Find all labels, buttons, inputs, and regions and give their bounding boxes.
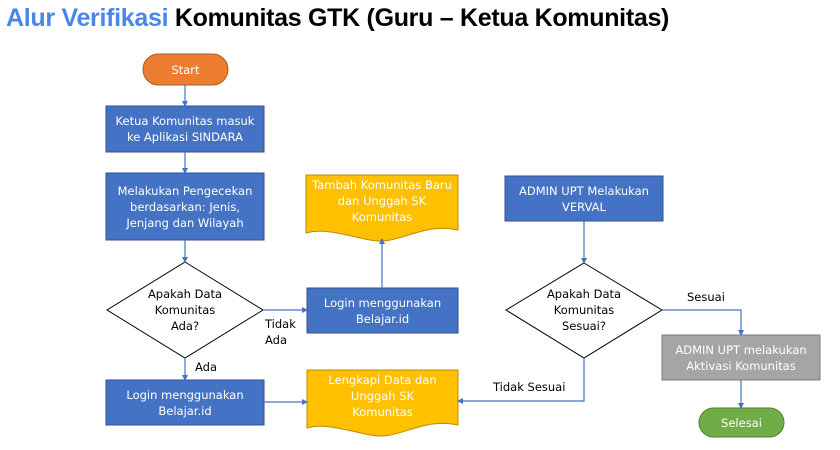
login-tidak-ada-label: Login menggunakan Belajar.id <box>323 295 442 326</box>
process-admin-verval <box>504 175 664 222</box>
edge-label-ada: Ada <box>195 360 218 374</box>
edge-label-tidak-sesuai: Tidak Sesuai <box>493 380 566 394</box>
process-login-ada <box>105 379 265 426</box>
lengkapi-data-label: Lengkapi Data dan Unggah SK Komunitas <box>328 373 437 419</box>
document-lengkapi-data <box>306 369 459 437</box>
tambah-komunitas-label: Tambah Komunitas Baru dan Unggah SK Komu… <box>312 178 452 224</box>
process-masuk-sindara <box>105 105 265 153</box>
title-accent: Alur Verifikasi <box>6 4 169 32</box>
masuk-sindara-label: Ketua Komunitas masuk ke Aplikasi SINDAR… <box>115 114 255 144</box>
page-title: Alur Verifikasi Komunitas GTK (Guru – Ke… <box>6 4 669 33</box>
document-tambah-komunitas <box>305 174 459 242</box>
selesai-label: Selesai <box>721 415 762 430</box>
start-label: Start <box>171 62 200 77</box>
edge-label-sesuai: Sesuai <box>687 290 725 304</box>
edge-label-tidak-ada: Tidak Ada <box>265 317 296 347</box>
login-ada-label: Login menggunakan Belajar.id <box>126 387 244 418</box>
admin-aktivasi-label: ADMIN UPT melakukan Aktivasi Komunitas <box>675 342 807 373</box>
decision-sesuai-label: Apakah Data Komunitas Sesuai? <box>546 287 622 333</box>
arrow-tidak-sesuai-to-lengkapi <box>457 358 585 404</box>
process-login-tidak-ada <box>306 287 459 334</box>
title-rest: Komunitas GTK (Guru – Ketua Komunitas) <box>174 4 670 32</box>
admin-verval-label: ADMIN UPT Melakukan VERVAL <box>519 183 649 214</box>
decision-ada-label: Apakah Data Komunitas Ada? <box>147 287 223 333</box>
arrow-sesuai-to-aktivasi <box>662 309 744 336</box>
pengecekan-label: Melakukan Pengecekan berdasarkan: Jenis,… <box>117 183 253 230</box>
